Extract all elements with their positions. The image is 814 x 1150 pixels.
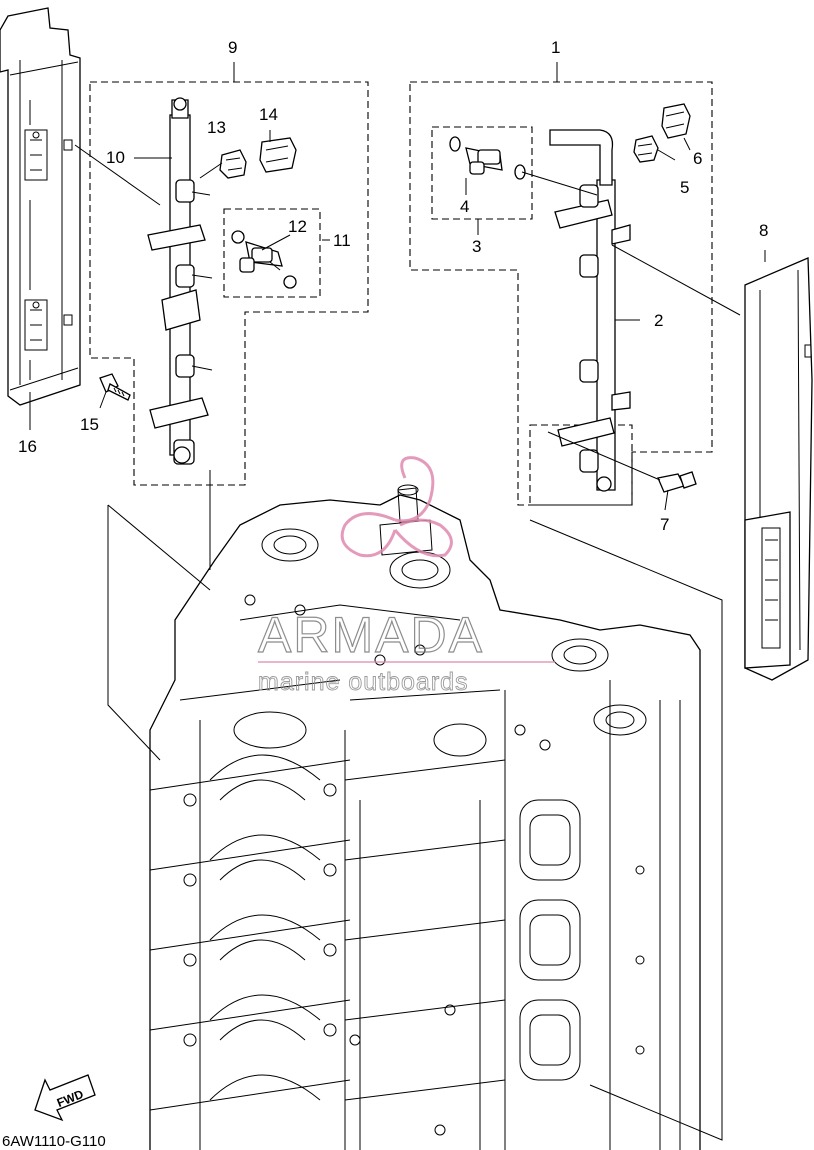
- injector-12[interactable]: [231, 230, 297, 289]
- cover-panel-8[interactable]: [744, 257, 813, 681]
- watermark-logo-icon: [340, 456, 453, 558]
- callout-14: 14: [259, 105, 278, 124]
- group-outline-3: [431, 126, 533, 220]
- callout-10: 10: [106, 148, 125, 167]
- callout-3: 3: [472, 237, 481, 256]
- injector-4[interactable]: [449, 136, 526, 180]
- clip-6[interactable]: [661, 103, 691, 139]
- clip-14[interactable]: [259, 137, 297, 173]
- cover-panel-16[interactable]: [0, 7, 81, 406]
- callout-16: 16: [18, 437, 37, 456]
- fwd-label: FWD: [55, 1087, 86, 1110]
- group-outline-11: [223, 208, 321, 298]
- watermark-tagline: marine outboards: [258, 668, 469, 696]
- callout-11: 11: [333, 231, 351, 250]
- drawing-code: 6AW1110-G110: [2, 1133, 106, 1150]
- callout-12: 12: [288, 217, 307, 236]
- callout-7: 7: [660, 515, 669, 534]
- bolt-7[interactable]: [657, 471, 697, 493]
- bolt-15[interactable]: [99, 373, 131, 401]
- engine-block: [149, 484, 701, 1150]
- callout-2: 2: [654, 311, 663, 330]
- callout-8: 8: [759, 221, 768, 240]
- callout-5: 5: [680, 178, 689, 197]
- callout-15: 15: [80, 415, 99, 434]
- callout-6: 6: [693, 149, 702, 168]
- fuel-rail-10[interactable]: [147, 97, 213, 465]
- callout-4: 4: [460, 197, 469, 216]
- clip-13[interactable]: [219, 149, 247, 179]
- callout-13: 13: [207, 118, 226, 137]
- watermark-brand: ARMADA: [258, 607, 484, 663]
- fuel-rail-2[interactable]: [549, 129, 631, 492]
- watermark: ARMADA marine outboards: [257, 456, 555, 696]
- fwd-arrow-icon: FWD: [34, 1074, 96, 1122]
- clip-5[interactable]: [633, 135, 659, 163]
- callout-9: 9: [228, 38, 237, 57]
- group-outline-9: [89, 81, 369, 486]
- callout-1: 1: [551, 38, 560, 57]
